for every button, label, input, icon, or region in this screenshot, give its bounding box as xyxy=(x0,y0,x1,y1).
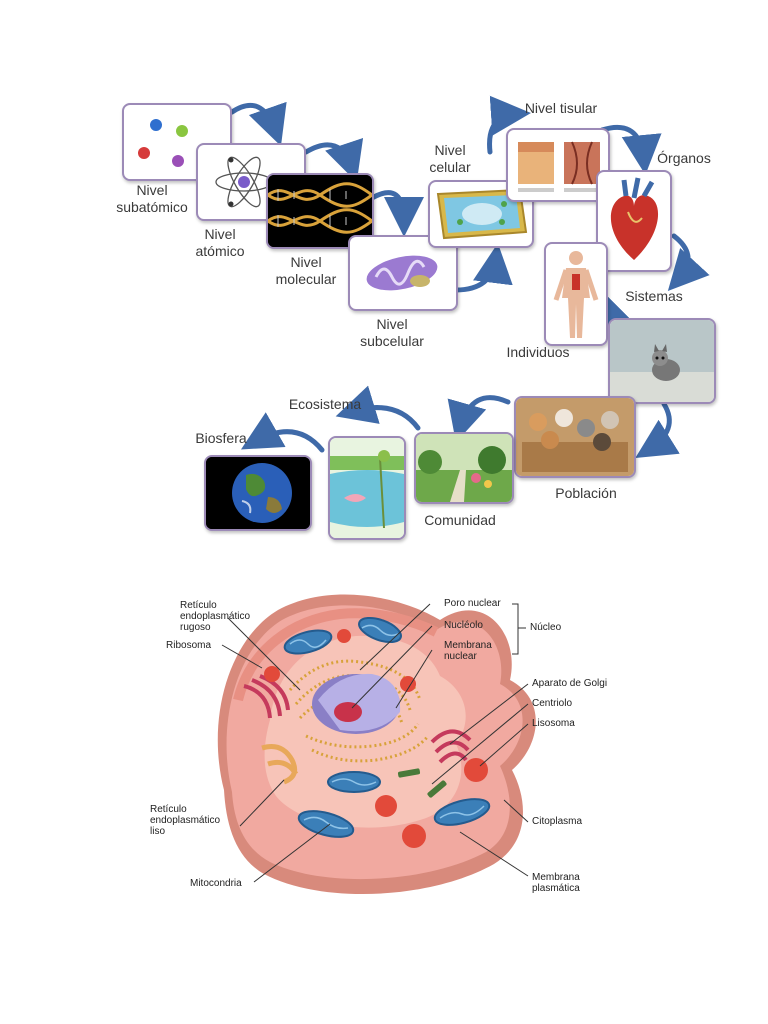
label-reticulo-liso: Retículo endoplasmático liso xyxy=(150,804,221,837)
card-biosfera xyxy=(204,455,312,531)
label-poblacion: Población xyxy=(555,485,617,501)
arrow-poblacion-comunidad xyxy=(447,395,511,443)
arrow-ecosistema-biosfera xyxy=(240,412,325,453)
card-sistemas xyxy=(544,242,608,346)
arrow-subcelular-celular xyxy=(453,243,513,293)
human-body-icon xyxy=(553,251,599,338)
arrow-molecular-subcelular xyxy=(369,190,424,237)
level-arrows xyxy=(229,95,710,458)
label-tisular: Nivel tisular xyxy=(524,100,598,116)
plant-cell-icon xyxy=(436,188,528,240)
label-nucleo: Núcleo xyxy=(530,622,562,633)
label-individuos: Individuos xyxy=(506,344,570,360)
arrow-subatomic-atomic xyxy=(229,101,287,147)
label-molecular: Nivel molecular xyxy=(275,254,337,287)
label-subcelular: Nivel subcelular xyxy=(360,316,424,349)
card-tisular xyxy=(506,128,610,202)
arrow-individuos-poblacion xyxy=(635,401,680,458)
label-mitocondria: Mitocondria xyxy=(190,878,242,889)
arrow-tisular-organos xyxy=(599,124,662,175)
mitochondrion-icon xyxy=(366,255,438,291)
label-organos: Órganos xyxy=(657,150,711,166)
label-ecosistema: Ecosistema xyxy=(288,396,362,412)
kittens-basket-photo xyxy=(516,398,634,476)
card-ecosistema xyxy=(328,436,406,540)
label-centriolo: Centriolo xyxy=(532,698,573,709)
arrow-organos-sistemas xyxy=(667,233,710,292)
card-comunidad xyxy=(414,432,514,504)
label-reticulo-rugoso: Retículo endoplasmático rugoso xyxy=(180,600,251,633)
label-ribosoma: Ribosoma xyxy=(166,640,212,651)
label-subatomico: Nivel subatómico xyxy=(116,182,188,215)
label-sistemas: Sistemas xyxy=(625,288,683,304)
earth-icon xyxy=(206,457,310,529)
arrow-comunidad-ecosistema xyxy=(335,385,421,431)
label-comunidad: Comunidad xyxy=(424,512,496,528)
label-atomico: Nivel atómico xyxy=(195,226,245,259)
label-celular: Nivel celular xyxy=(429,142,471,175)
tissue-icon xyxy=(518,141,600,192)
label-citoplasma: Citoplasma xyxy=(532,816,583,827)
card-poblacion xyxy=(514,396,636,478)
subatomic-particles-icon xyxy=(138,119,188,167)
heart-icon xyxy=(610,177,659,260)
arrow-atomic-molecular xyxy=(303,137,364,183)
pond-ecosystem-icon xyxy=(330,438,404,538)
label-golgi: Aparato de Golgi xyxy=(532,678,608,689)
label-biosfera: Biosfera xyxy=(195,430,247,446)
atom-icon xyxy=(215,156,273,208)
card-organos xyxy=(596,170,672,272)
arrow-celular-tisular xyxy=(487,95,531,155)
label-membrana-plasmatica: Membrana plasmática xyxy=(532,872,580,894)
garden-photo xyxy=(416,434,512,502)
label-membrana-nuclear: Membrana nuclear xyxy=(444,640,492,662)
label-lisosoma: Lisosoma xyxy=(532,718,575,729)
label-poro-nuclear: Poro nuclear xyxy=(444,598,501,609)
label-nucleolo: Nucléolo xyxy=(444,620,483,631)
